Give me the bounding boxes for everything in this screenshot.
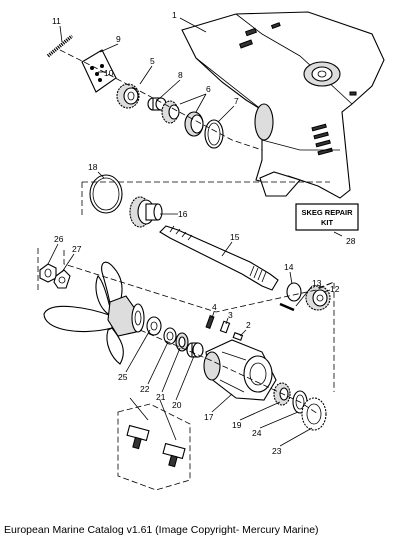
callout-19: 19 [232, 420, 242, 430]
callout-21: 21 [156, 392, 166, 402]
gear-housing [181, 11, 385, 199]
part-20-bushing [186, 342, 204, 358]
part-6-tapered-bearing [161, 100, 204, 137]
part-3-key [219, 320, 231, 334]
part-18-o-ring [89, 174, 123, 214]
callout-28: 28 [346, 236, 356, 246]
callout-2: 2 [246, 320, 251, 330]
part-25-thrust-washer [146, 316, 162, 336]
callout-12: 12 [330, 284, 340, 294]
callout-16: 16 [178, 209, 188, 219]
leader-lines [47, 17, 343, 447]
callout-8: 8 [178, 70, 183, 80]
part-13-pin [279, 302, 295, 312]
callout-3: 3 [228, 310, 233, 320]
callout-4: 4 [212, 302, 217, 312]
shaft-alignment-box [81, 181, 335, 392]
part-27-washer [53, 269, 71, 289]
callout-11: 11 [52, 16, 61, 26]
carrier-alignment-line [139, 329, 319, 415]
part-22-spacer [163, 327, 177, 345]
callout-1: 1 [172, 10, 177, 20]
kit-box-line1: SKEG REPAIR [301, 208, 353, 217]
part-4-stud [205, 315, 215, 329]
upper-alignment-line [59, 49, 263, 151]
callout-25: 25 [118, 372, 128, 382]
callout-15: 15 [230, 232, 240, 242]
callout-5: 5 [150, 56, 155, 66]
part-16-forward-gear [129, 196, 163, 228]
kit-box-line2: KIT [321, 218, 334, 227]
lower-alignment-box [37, 248, 335, 313]
part-17-bearing-carrier [203, 339, 277, 401]
callout-18: 18 [88, 162, 98, 172]
part-11-stud [46, 34, 74, 58]
callout-7: 7 [234, 96, 239, 106]
callout-24: 24 [252, 428, 262, 438]
part-9-shim-plate [81, 49, 117, 93]
part-14-ring [286, 282, 302, 302]
callout-23: 23 [272, 446, 282, 456]
part-26-nut [39, 263, 57, 283]
skeg-repair-kit-box: SKEG REPAIR KIT [295, 203, 359, 231]
part-21-bearing [175, 332, 189, 352]
propeller [43, 261, 145, 365]
image-caption: European Marine Catalog v1.61 (Image Cop… [4, 524, 319, 536]
callout-9: 9 [116, 34, 121, 44]
callout-27: 27 [72, 244, 82, 254]
callout-14: 14 [284, 262, 294, 272]
part-7-ring [204, 119, 224, 149]
callout-13: 13 [312, 278, 322, 288]
part-2-pin [232, 332, 244, 341]
part-23-tab-washer [301, 397, 327, 431]
part-15-propeller-shaft [159, 225, 279, 291]
install-tool-brackets [117, 397, 191, 491]
part-5-pinion-gear [116, 83, 140, 109]
callout-6: 6 [206, 84, 211, 94]
callout-20: 20 [172, 400, 182, 410]
callout-17: 17 [204, 412, 214, 422]
callout-10: 10 [104, 68, 114, 78]
callout-26: 26 [54, 234, 64, 244]
callout-22: 22 [140, 384, 150, 394]
callout-numbers: 1 2 3 4 5 6 7 8 9 10 11 12 13 14 15 16 1… [52, 10, 356, 456]
